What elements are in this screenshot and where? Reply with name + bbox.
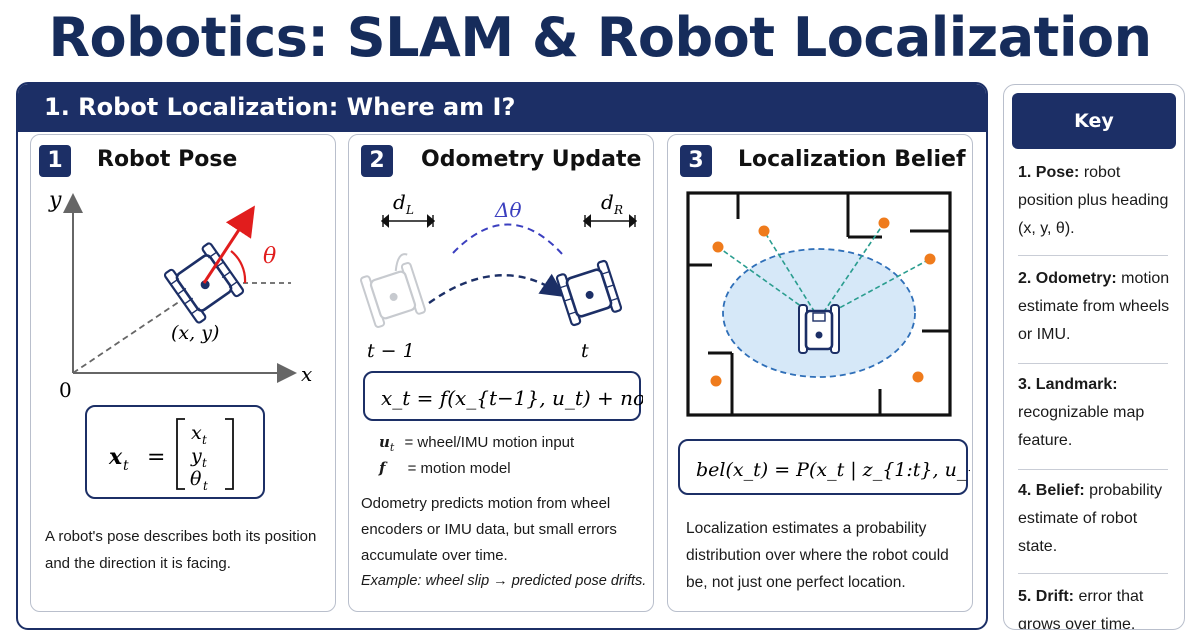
card-number-badge: 3 (680, 145, 712, 177)
svg-text:t: t (123, 458, 129, 474)
card-number-badge: 2 (361, 145, 393, 177)
card-title: Odometry Update (421, 147, 642, 172)
dashed-arc-upper (452, 223, 564, 256)
robot-icon (798, 304, 840, 354)
svg-text:d: d (601, 190, 614, 214)
svg-text:t: t (203, 479, 208, 493)
vocab-item-pose: 1. Pose: robot position plus heading (x,… (1018, 164, 1169, 237)
card-robot-pose: 1 Robot Pose y x 0 θ (30, 134, 336, 612)
prev-time-label: t − 1 (367, 340, 415, 362)
odometry-example: Example: wheel slip → predicted pose dri… (361, 573, 647, 589)
vocab-item-landmark: 3. Landmark: recognizable map feature. (1018, 376, 1145, 449)
svg-text:=: = (147, 445, 165, 470)
svg-text:θ: θ (190, 468, 202, 490)
pose-formula-box: x t = x t y t θ t (85, 405, 265, 499)
svg-text:L: L (405, 203, 414, 217)
odometry-formula: x_t = f(x_{t−1}, u_t) + noise (381, 386, 643, 410)
x-axis-label: x (301, 362, 312, 386)
vocab-item-belief: 4. Belief: probability estimate of robot… (1018, 482, 1163, 555)
pose-diagram: y x 0 θ (x, y) (48, 188, 312, 402)
legend-input: ut = wheel/IMU motion input (379, 433, 575, 454)
landmark (912, 371, 924, 383)
svg-text:R: R (613, 203, 623, 217)
odometry-description: Odometry predicts motion from wheel enco… (361, 495, 617, 564)
landmark (924, 253, 936, 265)
belief-map (686, 191, 952, 417)
landmark (712, 241, 724, 253)
vocab-item-odometry: 2. Odometry: motion estimate from wheels… (1018, 270, 1170, 343)
robot-curr-icon (555, 259, 623, 327)
angle-arc (230, 250, 247, 284)
svg-text:t: t (202, 456, 207, 470)
svg-text:x: x (191, 422, 202, 444)
vocab-item-drift: 5. Drift: error that grows over time. (1018, 588, 1144, 630)
key-vocabulary-panel: Key Vocabulary 1. Pose: robot position p… (1003, 84, 1185, 630)
pose-description: A robot's pose describes both its positi… (45, 528, 317, 572)
y-axis-label: y (48, 188, 62, 213)
belief-formula-box: bel(x_t) = P(x_t | z_{1:t}, u_{1:t}) (678, 439, 970, 495)
page-title: Robotics: SLAM & Robot Localization (48, 6, 1152, 69)
svg-text:y: y (190, 445, 202, 467)
card-localization-belief: 3 Localization Belief (667, 134, 973, 612)
svg-text:d: d (393, 190, 406, 214)
card-odometry-update: 2 Odometry Update d L d R Δθ (348, 134, 654, 612)
odometry-diagram: d L d R Δθ (360, 190, 638, 362)
map-boundary (686, 191, 952, 417)
section-title: 1. Robot Localization: Where am I? (44, 93, 516, 121)
belief-formula: bel(x_t) = P(x_t | z_{1:t}, u_{1:t}) (696, 459, 970, 481)
section-header: 1. Robot Localization: Where am I? (18, 84, 986, 132)
position-label: (x, y) (171, 322, 219, 344)
card-title: Localization Belief (738, 147, 966, 172)
angle-label: θ (263, 244, 276, 269)
landmark (710, 375, 722, 387)
landmark (758, 225, 770, 237)
heading-arrow (202, 205, 255, 284)
robot-prev-icon (360, 253, 426, 328)
vocab-title: Key Vocabulary (1012, 93, 1176, 188)
dashed-arc-lower (428, 273, 565, 304)
card-number-badge: 1 (39, 145, 71, 177)
svg-text:t: t (202, 433, 207, 447)
robot-icon (163, 242, 245, 324)
position-dash (72, 286, 202, 374)
belief-description: Localization estimates a probability dis… (686, 520, 949, 591)
svg-text:x: x (108, 444, 123, 470)
card-title: Robot Pose (97, 147, 238, 172)
origin-label: 0 (59, 378, 72, 402)
curr-time-label: t (581, 340, 589, 362)
landmark (878, 217, 890, 229)
odometry-formula-box: x_t = f(x_{t−1}, u_t) + noise (363, 371, 643, 421)
delta-theta-label: Δθ (494, 198, 521, 222)
legend-model: f = motion model (379, 459, 511, 477)
